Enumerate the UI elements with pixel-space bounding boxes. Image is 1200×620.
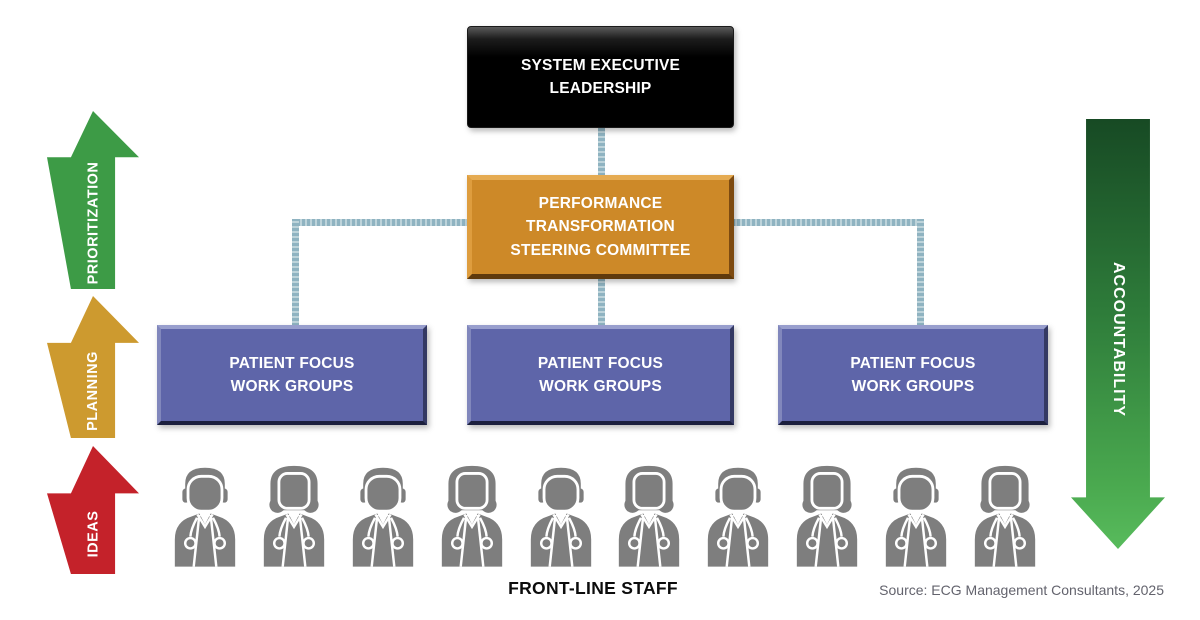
- connector-branch-to-right-workgroup: [917, 219, 924, 326]
- patient-focus-work-groups-label-1: PATIENT FOCUS WORK GROUPS: [229, 354, 355, 395]
- connector-branch-to-left-workgroup: [292, 219, 299, 326]
- front-line-staff-label: FRONT-LINE STAFF: [508, 578, 678, 598]
- male-doctor-icon: [883, 460, 949, 568]
- planning-arrow-label: PLANNING: [84, 350, 101, 431]
- female-doctor-icon: [972, 460, 1038, 568]
- staff-row: [172, 458, 1038, 568]
- accountability-arrow-label: ACCOUNTABILITY: [1110, 262, 1127, 418]
- prioritization-arrow-label: PRIORITIZATION: [85, 161, 102, 285]
- female-doctor-icon: [794, 460, 860, 568]
- male-doctor-icon: [172, 460, 238, 568]
- source-note: Source: ECG Management Consultants, 2025: [879, 582, 1164, 598]
- male-doctor-icon: [350, 460, 416, 568]
- system-executive-leadership-label: SYSTEM EXECUTIVE LEADERSHIP: [520, 56, 681, 97]
- system-executive-leadership-box: SYSTEM EXECUTIVE LEADERSHIP: [467, 26, 734, 128]
- connector-executive-to-steering: [598, 128, 605, 176]
- patient-focus-work-groups-box-2: PATIENT FOCUS WORK GROUPS: [467, 325, 734, 425]
- female-doctor-icon: [616, 460, 682, 568]
- female-doctor-icon: [261, 460, 327, 568]
- male-doctor-icon: [528, 460, 594, 568]
- ideas-arrow-label: IDEAS: [84, 510, 101, 557]
- steering-committee-box: PERFORMANCE TRANSFORMATION STEERING COMM…: [467, 175, 734, 279]
- prioritization-arrow: PRIORITIZATION: [47, 111, 139, 289]
- connector-steering-to-center-workgroup: [598, 278, 605, 326]
- male-doctor-icon: [705, 460, 771, 568]
- patient-focus-work-groups-box-1: PATIENT FOCUS WORK GROUPS: [157, 325, 427, 425]
- ideas-arrow: IDEAS: [47, 446, 139, 574]
- accountability-arrow: ACCOUNTABILITY: [1071, 119, 1165, 549]
- patient-focus-work-groups-label-2: PATIENT FOCUS WORK GROUPS: [537, 354, 664, 395]
- patient-focus-work-groups-box-3: PATIENT FOCUS WORK GROUPS: [778, 325, 1048, 425]
- planning-arrow: PLANNING: [47, 296, 139, 438]
- patient-focus-work-groups-label-3: PATIENT FOCUS WORK GROUPS: [850, 354, 976, 395]
- female-doctor-icon: [439, 460, 505, 568]
- steering-committee-label: PERFORMANCE TRANSFORMATION STEERING COMM…: [510, 195, 691, 259]
